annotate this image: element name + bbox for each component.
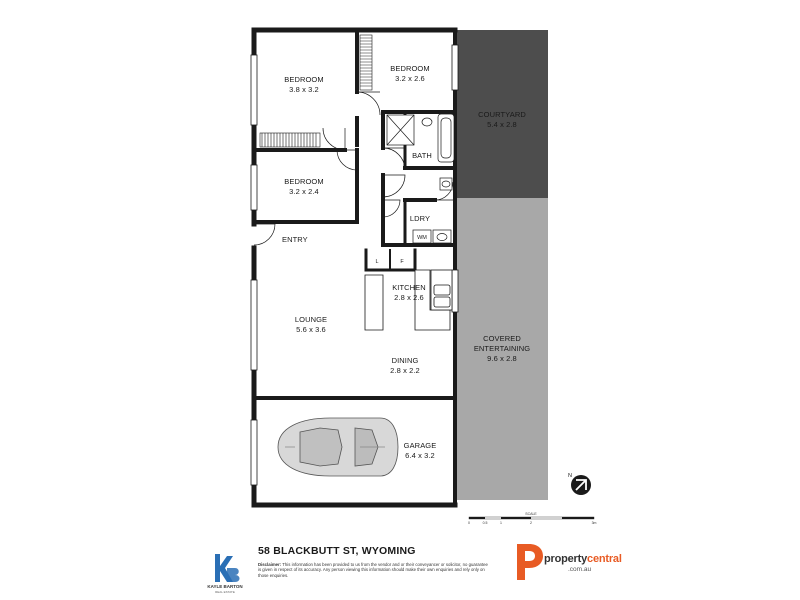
windows — [250, 44, 459, 486]
scale-tick-2: 1 — [500, 521, 502, 525]
basin — [421, 117, 433, 127]
property-central-logo — [517, 544, 543, 580]
garage-size: 6.4 x 3.2 — [405, 451, 435, 460]
covered-entertaining-area — [455, 198, 548, 500]
lounge-name: LOUNGE — [295, 315, 327, 324]
bedroom1-size: 3.8 x 3.2 — [289, 85, 319, 94]
bedroom1-name: BEDROOM — [284, 75, 323, 84]
kitchen-size: 2.8 x 2.6 — [394, 293, 424, 302]
scale-tick-0: 0 — [468, 521, 470, 525]
north-compass: N — [568, 473, 591, 495]
dining-size: 2.8 x 2.2 — [390, 366, 420, 375]
bedroom3-name: BEDROOM — [284, 177, 323, 186]
kitchen-name: KITCHEN — [392, 283, 426, 292]
property-address: 58 BLACKBUTT ST, WYOMING — [258, 545, 416, 557]
courtyard-area — [455, 30, 548, 198]
doors — [253, 91, 455, 246]
covered-name-line1: COVERED — [483, 334, 521, 343]
dining-name: DINING — [392, 356, 419, 365]
scale-title: SCALE — [525, 512, 537, 516]
ldry-name: LDRY — [410, 214, 430, 223]
kayle-barton-logo — [215, 554, 240, 582]
brand-word-a: property — [544, 553, 588, 565]
bedroom2-name: BEDROOM — [390, 64, 429, 73]
scale-tick-1: 0.5 — [483, 521, 488, 525]
agent-subtitle: REAL ESTATE — [215, 590, 235, 594]
l-label: L — [375, 259, 378, 265]
courtyard-size: 5.4 x 2.8 — [487, 120, 517, 129]
covered-size: 9.6 x 2.8 — [487, 354, 517, 363]
brand-domain: .com.au — [568, 566, 592, 573]
entry-name: ENTRY — [282, 235, 308, 244]
covered-name-line2: ENTERTAINING — [474, 344, 530, 353]
scale-bar: SCALE 0 0.5 1 2 3m — [468, 512, 596, 525]
room-labels: BEDROOM 3.8 x 3.2 BEDROOM 3.2 x 2.6 BEDR… — [282, 64, 530, 460]
bedroom2-size: 3.2 x 2.6 — [395, 74, 425, 83]
car-icon — [277, 417, 399, 477]
disclaimer-text: This information has been provided to us… — [258, 562, 488, 578]
disclaimer-label: Disclaimer: — [258, 562, 282, 567]
bedroom3-size: 3.2 x 2.4 — [289, 187, 319, 196]
wm-label: WM — [417, 235, 427, 241]
brand-wordmark: propertycentral — [544, 553, 622, 565]
agent-name: KAYLE BARTON — [207, 584, 243, 589]
garage-name: GARAGE — [404, 441, 437, 450]
courtyard-name: COURTYARD — [478, 110, 526, 119]
scale-tick-3: 2 — [530, 521, 532, 525]
kitchen-fixtures — [364, 269, 453, 331]
lounge-size: 5.6 x 3.6 — [296, 325, 326, 334]
bath-fixtures — [386, 113, 455, 244]
wardrobes — [259, 34, 373, 148]
bath-name: BATH — [412, 151, 432, 160]
disclaimer: Disclaimer: This information has been pr… — [258, 562, 488, 578]
brand-word-b: central — [587, 553, 622, 565]
compass-label: N — [568, 473, 572, 479]
scale-tick-4: 3m — [592, 521, 597, 525]
walls — [251, 27, 458, 508]
f-label: F — [400, 259, 404, 265]
washing-machine — [412, 229, 432, 244]
